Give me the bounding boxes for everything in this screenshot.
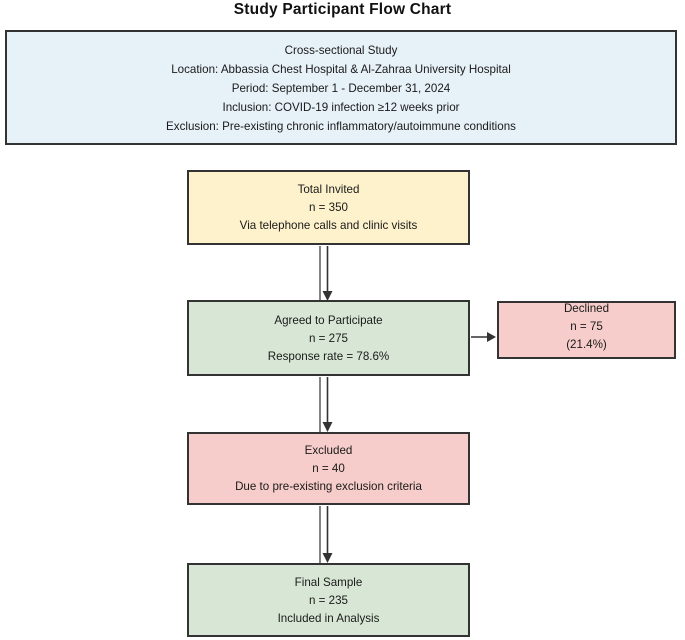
study-info-box: Cross-sectional Study Location: Abbassia…: [5, 30, 677, 145]
arrow-head-agreed-excluded: [322, 422, 333, 432]
node-count: n = 350: [308, 201, 348, 214]
study-period-line: Period: September 1 - December 31, 2024: [231, 82, 451, 95]
node-title: Final Sample: [294, 576, 363, 589]
node-detail: Via telephone calls and clinic visits: [239, 219, 418, 232]
node-title: Declined: [563, 302, 610, 315]
node-declined: Declined n = 75 (21.4%): [497, 301, 676, 359]
arrow-head-agreed-declined: [487, 332, 496, 342]
node-total-invited: Total Invited n = 350 Via telephone call…: [187, 170, 470, 245]
node-excluded: Excluded n = 40 Due to pre-existing excl…: [187, 432, 470, 505]
study-design-line: Cross-sectional Study: [284, 44, 398, 57]
node-detail: (21.4%): [566, 338, 607, 351]
study-location-line: Location: Abbassia Chest Hospital & Al-Z…: [171, 63, 511, 76]
node-count: n = 235: [308, 594, 348, 607]
node-count: n = 75: [570, 320, 603, 333]
node-title: Total Invited: [297, 183, 360, 196]
study-inclusion-line: Inclusion: COVID-19 infection ≥12 weeks …: [222, 101, 460, 114]
node-final-sample: Final Sample n = 235 Included in Analysi…: [187, 563, 470, 637]
node-detail: Included in Analysis: [277, 612, 380, 625]
node-detail: Response rate = 78.6%: [267, 350, 390, 363]
node-count: n = 275: [308, 332, 348, 345]
chart-title: Study Participant Flow Chart: [233, 1, 452, 18]
node-title: Excluded: [304, 444, 353, 457]
node-count: n = 40: [312, 462, 345, 475]
study-exclusion-line: Exclusion: Pre-existing chronic inflamma…: [166, 120, 516, 133]
arrow-head-excluded-final: [322, 553, 333, 563]
node-agreed-to-participate: Agreed to Participate n = 275 Response r…: [187, 300, 470, 376]
node-detail: Due to pre-existing exclusion criteria: [235, 480, 422, 493]
node-title: Agreed to Participate: [274, 314, 383, 327]
